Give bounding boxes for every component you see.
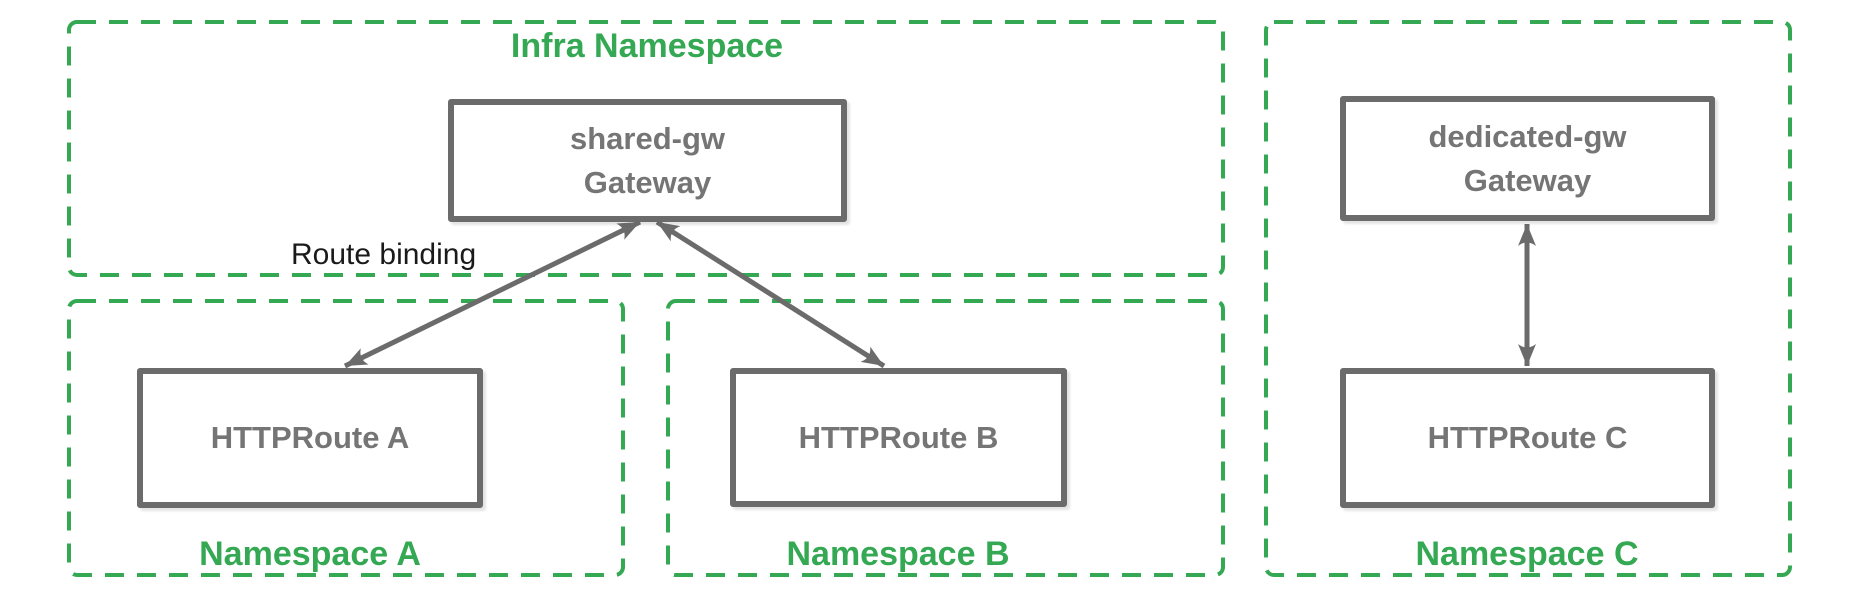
node-shared-gw-gateway: shared-gw Gateway [448, 99, 847, 222]
namespace-box-b [666, 299, 1225, 577]
shared-gw-name-label: shared-gw [569, 120, 726, 156]
edge-route-a-to-shared-gw [343, 219, 642, 369]
route-binding-label: Route binding [291, 238, 477, 271]
httproute-b-label: HTTPRoute B [798, 419, 999, 455]
dedicated-gw-name-label: dedicated-gw [1428, 118, 1627, 154]
node-httproute-c: HTTPRoute C [1340, 368, 1715, 508]
edge-route-b-to-shared-gw [655, 219, 886, 369]
node-httproute-a: HTTPRoute A [137, 368, 483, 508]
namespace-label-b: Namespace B [786, 535, 1010, 573]
node-dedicated-gw-gateway: dedicated-gw Gateway [1340, 96, 1715, 221]
shared-gw-kind-label: Gateway [583, 164, 712, 200]
dedicated-gw-kind-label: Gateway [1463, 162, 1592, 198]
namespace-label-infra: Infra Namespace [510, 27, 784, 65]
namespace-label-c: Namespace C [1415, 535, 1639, 573]
namespace-box-c [1264, 20, 1792, 577]
httproute-a-label: HTTPRoute A [210, 420, 410, 455]
namespace-label-a: Namespace A [199, 535, 421, 573]
node-httproute-b: HTTPRoute B [730, 368, 1067, 507]
namespace-box-infra [67, 20, 1225, 277]
httproute-c-label: HTTPRoute C [1427, 420, 1628, 455]
